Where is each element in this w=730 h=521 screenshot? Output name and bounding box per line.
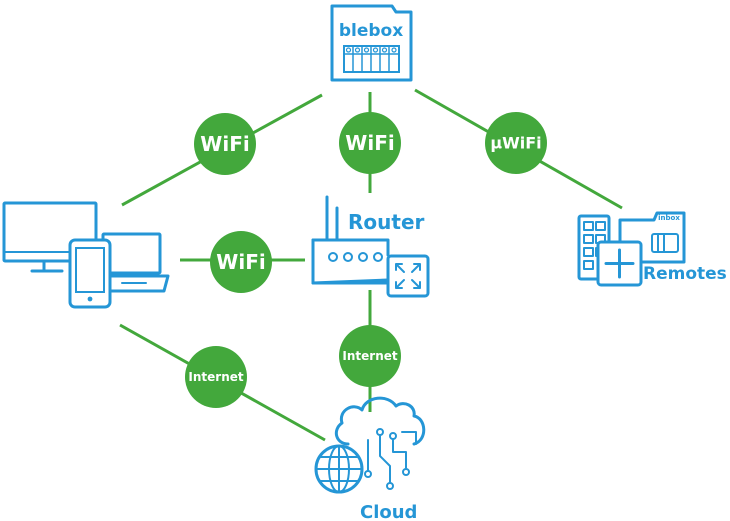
cloud-globe-icon: Cloud [314,396,426,521]
router-label: Router [348,210,425,234]
svg-text:Internet: Internet [342,349,397,363]
devices-icon [2,201,170,309]
remotes-icon: inbox Remotes [577,211,727,287]
link-bubble-blebox-devices: WiFi [194,113,256,175]
svg-text:WiFi: WiFi [216,250,265,274]
remotes-label: Remotes [643,264,727,284]
svg-text:µWiFi: µWiFi [490,134,541,153]
svg-text:WiFi: WiFi [345,131,394,155]
svg-text:Internet: Internet [188,370,243,384]
svg-text:WiFi: WiFi [200,132,249,156]
blebox-logo: blebox [339,21,403,41]
cloud-label: Cloud [360,502,417,521]
link-bubble-router-cloud: Internet [339,325,401,387]
link-bubble-devices-cloud: Internet [185,346,247,408]
link-bubble-blebox-router: WiFi [339,112,401,174]
link-bubble-blebox-remotes: µWiFi [485,112,547,174]
inbox-badge: inbox [658,214,680,222]
router-icon: Router [311,195,430,298]
link-bubble-devices-router: WiFi [210,231,272,293]
blebox-controller-icon: blebox [330,4,413,82]
